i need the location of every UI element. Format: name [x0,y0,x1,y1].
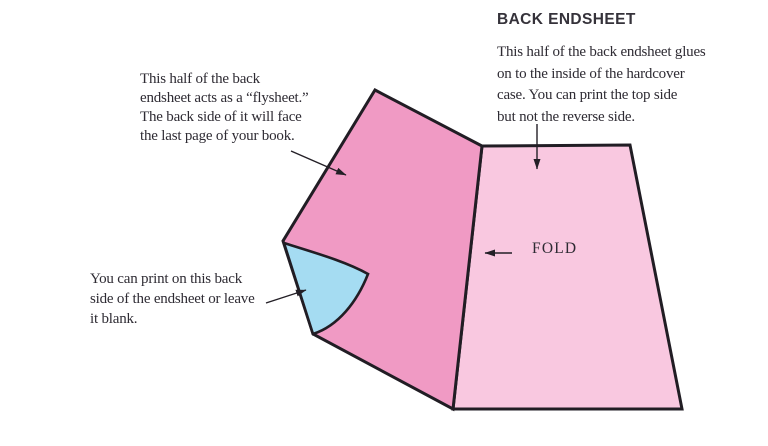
text-line: You can print on this back [90,271,243,287]
fold-label: FOLD [532,240,578,257]
flysheet-arrow [290,150,347,176]
text-line: the last page of your book. [140,128,295,144]
text-line: The back side of it will face [140,109,302,125]
text-line: but not the reverse side. [497,108,635,125]
text-line: This half of the back endsheet glues [497,44,706,60]
text-line: it blank. [90,311,138,327]
annotation-glue-side: This half of the back endsheet glues on … [497,42,706,128]
curl-back-side [281,240,370,336]
page-title: BACK ENDSHEET [497,11,636,28]
text-line: endsheet acts as a “flysheet.” [140,90,309,106]
endsheet-right-half [451,143,684,411]
text-line: on to the inside of the hardcover [497,65,685,82]
text-line: case. You can print the top side [497,87,678,103]
text-line: side of the endsheet or leave [90,291,255,307]
back-side-arrow [265,289,307,304]
annotation-back-side: You can print on this back side of the e… [90,269,255,329]
endsheet-left-half [281,88,484,412]
annotation-flysheet: This half of the back endsheet acts as a… [140,70,309,146]
text-line: This half of the back [140,71,260,87]
